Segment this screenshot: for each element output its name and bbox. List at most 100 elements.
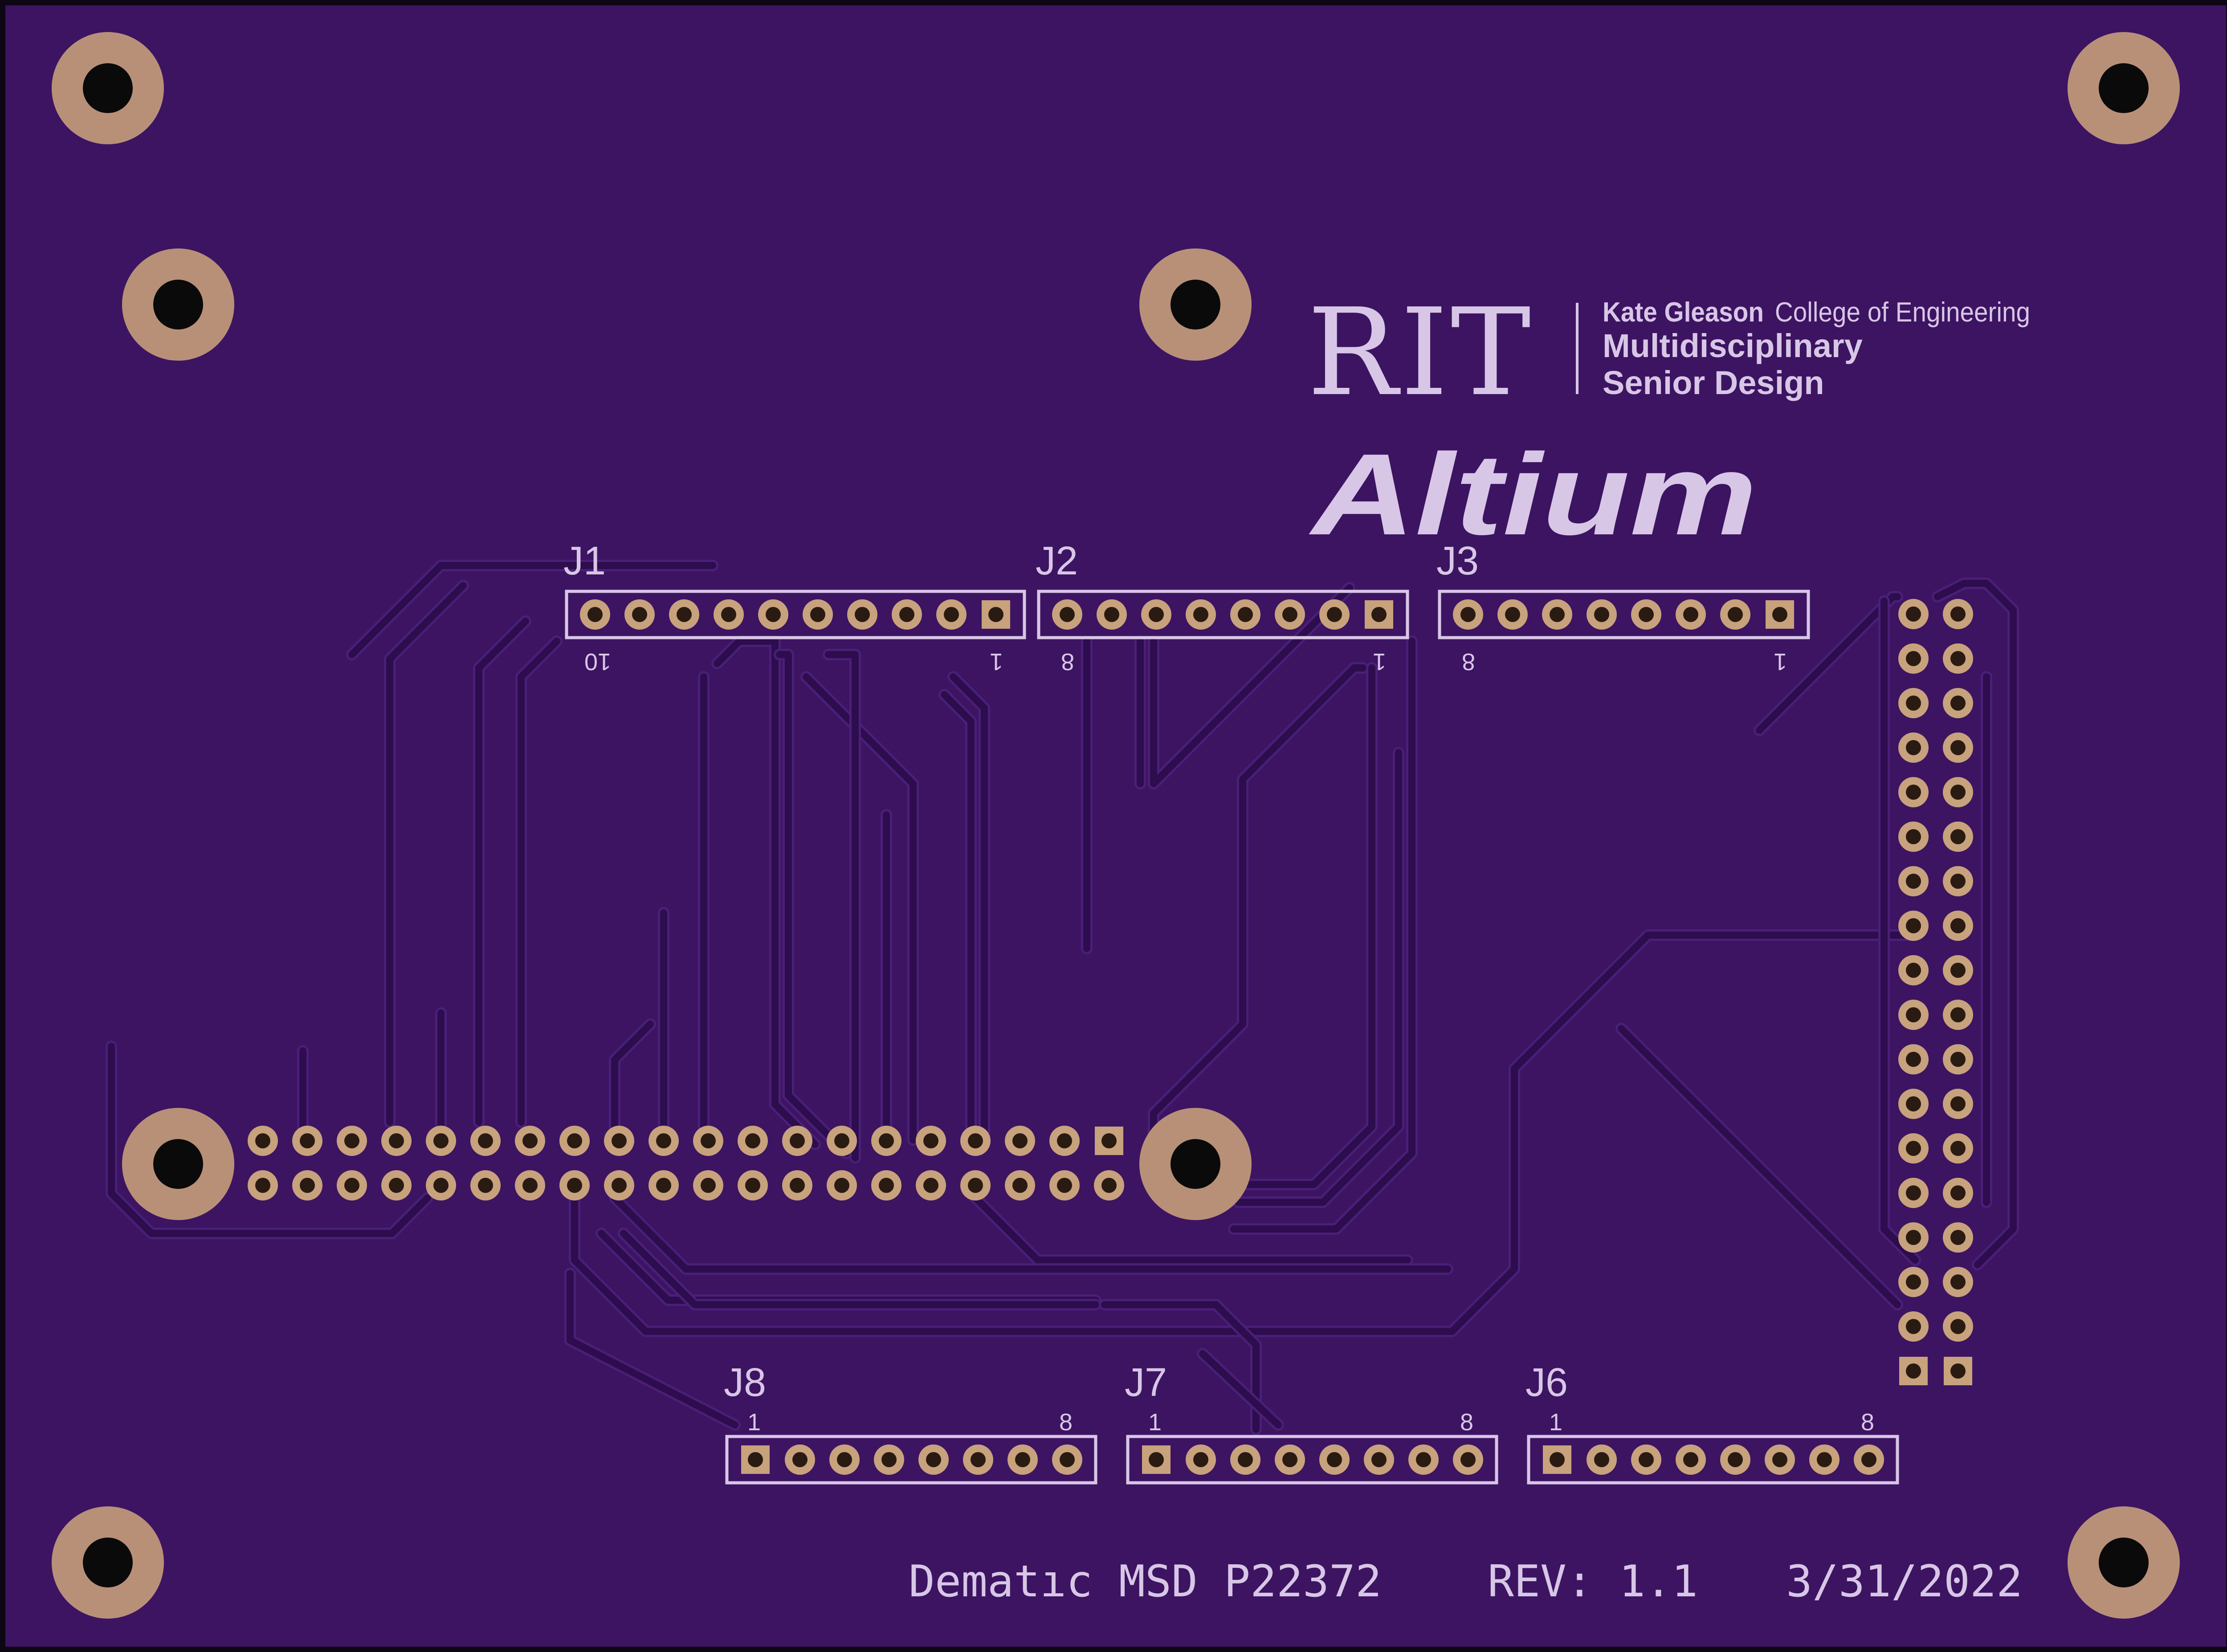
pad-drill bbox=[1906, 785, 1921, 800]
pad-drill bbox=[1460, 1452, 1476, 1467]
connector-j1-pin10-label: 10 bbox=[584, 648, 611, 675]
connector-j1-label: J1 bbox=[563, 539, 606, 583]
pad-drill bbox=[701, 1178, 716, 1193]
pad-drill bbox=[656, 1133, 671, 1148]
main-header-pad bbox=[649, 1126, 679, 1156]
j8-pad bbox=[1052, 1444, 1082, 1475]
pad-drill bbox=[1906, 918, 1921, 933]
pad-drill bbox=[1950, 874, 1966, 889]
pad-drill bbox=[1683, 1452, 1698, 1467]
rit-wordmark: RIT bbox=[1307, 282, 1534, 423]
main-header-pad bbox=[738, 1126, 768, 1156]
connector-j8-pads bbox=[741, 1444, 1082, 1475]
pad-drill bbox=[612, 1178, 627, 1193]
pad-drill bbox=[1683, 607, 1698, 622]
rit-logo-divider bbox=[1576, 303, 1578, 394]
connector-j2-label: J2 bbox=[1036, 539, 1078, 583]
copper-trace bbox=[825, 651, 859, 1161]
pad-drill bbox=[1906, 696, 1921, 711]
j3-pad bbox=[1497, 599, 1528, 630]
connector-j8-pin8-label: 8 bbox=[1059, 1409, 1073, 1436]
connector-j2-pin8-label: 8 bbox=[1061, 648, 1074, 675]
side-header-pad bbox=[1898, 1311, 1929, 1342]
pad-drill bbox=[1906, 1185, 1921, 1200]
pad-drill bbox=[1639, 1452, 1654, 1467]
altium-logo: Altium bbox=[1307, 430, 1757, 559]
pad-drill bbox=[748, 1452, 763, 1467]
pad-drill bbox=[1728, 1452, 1743, 1467]
connector-j3-pads bbox=[1453, 599, 1794, 630]
main-header-pad bbox=[248, 1126, 278, 1156]
footer-silkscreen: Dematıc MSD P22372 REV: 1.1 3/31/2022 bbox=[909, 1556, 2023, 1607]
side-header-pad bbox=[1943, 732, 1973, 763]
connector-j6-pin1-label: 1 bbox=[1549, 1409, 1562, 1436]
pad-drill bbox=[790, 1133, 805, 1148]
pad-drill bbox=[1950, 829, 1966, 844]
copper-trace bbox=[611, 1194, 1451, 1273]
pad-drill bbox=[255, 1133, 270, 1148]
side-header-pad bbox=[1943, 1311, 1973, 1342]
pad-drill bbox=[944, 607, 959, 622]
mounting-hole-drill bbox=[1171, 1139, 1220, 1189]
main-header-pad bbox=[1005, 1126, 1035, 1156]
rit-college-regular: College of Engineering bbox=[1775, 297, 2030, 328]
side-header-pad bbox=[1943, 1133, 1973, 1164]
main-header-pad bbox=[916, 1170, 946, 1200]
pad-drill bbox=[790, 1178, 805, 1193]
pad-drill bbox=[522, 1178, 538, 1193]
pad-drill bbox=[1950, 785, 1966, 800]
pad-drill bbox=[478, 1133, 493, 1148]
main-header-pad bbox=[1049, 1126, 1080, 1156]
side-header-pad bbox=[1898, 1178, 1929, 1208]
connector-j1: J1 10 1 bbox=[563, 539, 1026, 675]
side-header-pad bbox=[1898, 732, 1929, 763]
pad-drill bbox=[1906, 963, 1921, 978]
j3-pad bbox=[1542, 599, 1572, 630]
connector-j2: J2 8 1 bbox=[1036, 539, 1409, 675]
j1-pad bbox=[936, 599, 967, 630]
main-header-pad bbox=[649, 1170, 679, 1200]
side-header-pad bbox=[1943, 1089, 1973, 1119]
j7-pad bbox=[1142, 1445, 1171, 1474]
main-header-pad bbox=[292, 1126, 322, 1156]
pad-drill bbox=[1550, 1452, 1565, 1467]
pad-drill bbox=[677, 607, 692, 622]
side-header-pad bbox=[1898, 911, 1929, 941]
connector-j3-pin1-label: 1 bbox=[1774, 648, 1787, 675]
pad-drill bbox=[1282, 1452, 1297, 1467]
main-header-pad bbox=[604, 1170, 634, 1200]
pad-drill bbox=[255, 1178, 270, 1193]
pad-drill bbox=[1012, 1178, 1028, 1193]
pad-drill bbox=[433, 1133, 449, 1148]
side-header-pad bbox=[1943, 866, 1973, 896]
pad-drill bbox=[1906, 1274, 1921, 1290]
copper-trace bbox=[348, 562, 716, 658]
j6-pad bbox=[1720, 1444, 1750, 1475]
main-header-pad bbox=[381, 1126, 412, 1156]
side-header-pad bbox=[1943, 822, 1973, 852]
side-header-18x2 bbox=[1898, 599, 1973, 1385]
j6-pad bbox=[1765, 1444, 1795, 1475]
connector-j3-pin8-label: 8 bbox=[1462, 648, 1475, 675]
main-header-pad bbox=[515, 1126, 545, 1156]
j6-pad bbox=[1854, 1444, 1884, 1475]
copper-trace bbox=[950, 673, 988, 1143]
pad-drill bbox=[1906, 651, 1921, 666]
main-header-pad bbox=[559, 1126, 590, 1156]
main-header-pad bbox=[1095, 1127, 1123, 1155]
copper-trace bbox=[611, 1021, 654, 1143]
pad-drill bbox=[612, 1133, 627, 1148]
mounting-hole-drill bbox=[2099, 1538, 2149, 1587]
copper-trace bbox=[1244, 664, 1375, 1188]
pad-drill bbox=[701, 1133, 716, 1148]
j1-pad bbox=[892, 599, 922, 630]
connector-j6: J6 1 8 bbox=[1525, 1360, 1899, 1485]
pad-drill bbox=[300, 1178, 315, 1193]
pad-drill bbox=[1950, 1185, 1966, 1200]
pad-drill bbox=[1371, 607, 1387, 622]
pad-drill bbox=[632, 607, 647, 622]
copper-trace bbox=[967, 1190, 1411, 1264]
side-header-pad bbox=[1898, 643, 1929, 674]
j1-pad bbox=[624, 599, 655, 630]
pad-drill bbox=[1550, 607, 1565, 622]
